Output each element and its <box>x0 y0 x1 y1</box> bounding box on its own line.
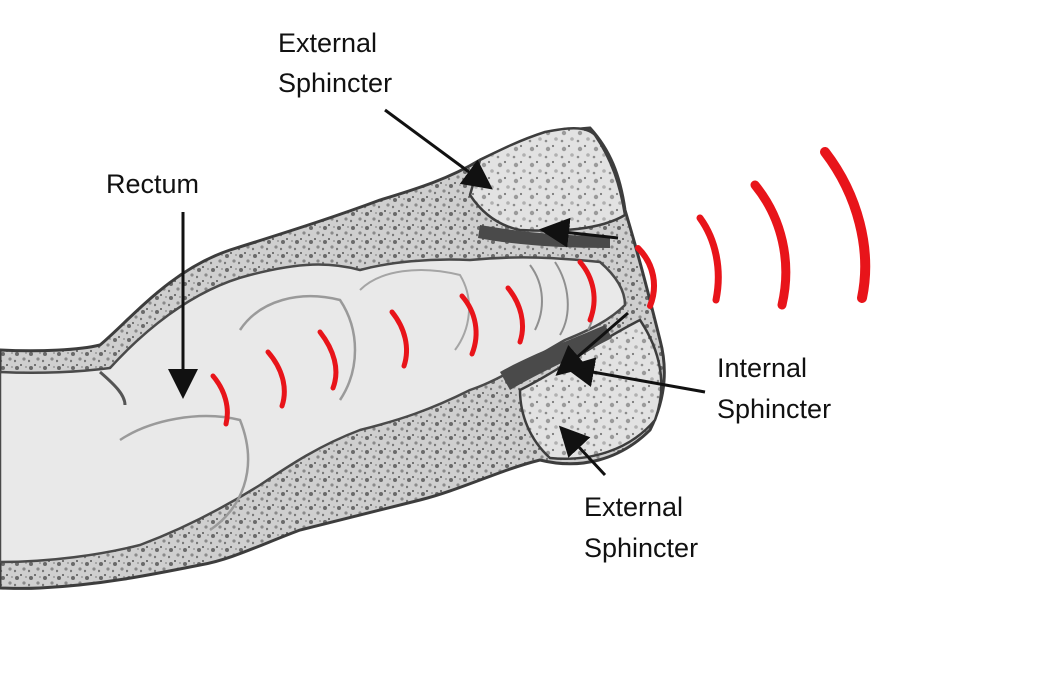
label-rectum: Rectum <box>106 169 199 199</box>
label-internal-sphincter-line1: Internal <box>717 353 807 383</box>
pressure-wave-arc <box>750 180 791 310</box>
rectal-fold <box>99 370 127 406</box>
pressure-wave-arc <box>389 309 409 369</box>
pressure-wave-arc <box>459 293 479 357</box>
label-internal-sphincter-line2: Sphincter <box>717 394 831 424</box>
pressure-wave-arc <box>577 259 597 323</box>
rectal-fold <box>359 269 471 351</box>
pressure-waves <box>210 147 871 427</box>
rectal-fold <box>238 295 357 401</box>
pressure-wave-arc <box>820 147 871 303</box>
external-sphincter-top-arrow <box>384 108 493 190</box>
label-external-sphincter-bottom-line1: External <box>584 492 683 522</box>
external-sphincter-bottom-arrow <box>558 425 607 477</box>
pressure-wave-arc <box>635 245 657 309</box>
pointer-arrows <box>168 108 706 477</box>
pressure-wave-arc <box>210 373 230 427</box>
rectal-lumen <box>0 256 627 564</box>
label-external-sphincter-top-line1: External <box>278 28 377 58</box>
internal-sphincter-arrow-2 <box>555 311 629 376</box>
internal-sphincter-arrow <box>564 357 706 394</box>
pressure-wave-arc <box>696 214 722 304</box>
label-external-sphincter-top-line2: Sphincter <box>278 68 392 98</box>
pressure-wave-arc <box>265 349 287 409</box>
pressure-wave-arc <box>317 329 339 391</box>
pressure-wave-arc <box>505 285 525 345</box>
labels: External Sphincter Rectum Internal Sphin… <box>106 28 831 563</box>
rectal-fold <box>119 414 250 532</box>
external-sphincter-top-arrow-2 <box>539 217 619 248</box>
external-sphincter-upper-tissue <box>468 127 627 232</box>
label-external-sphincter-bottom-line2: Sphincter <box>584 533 698 563</box>
